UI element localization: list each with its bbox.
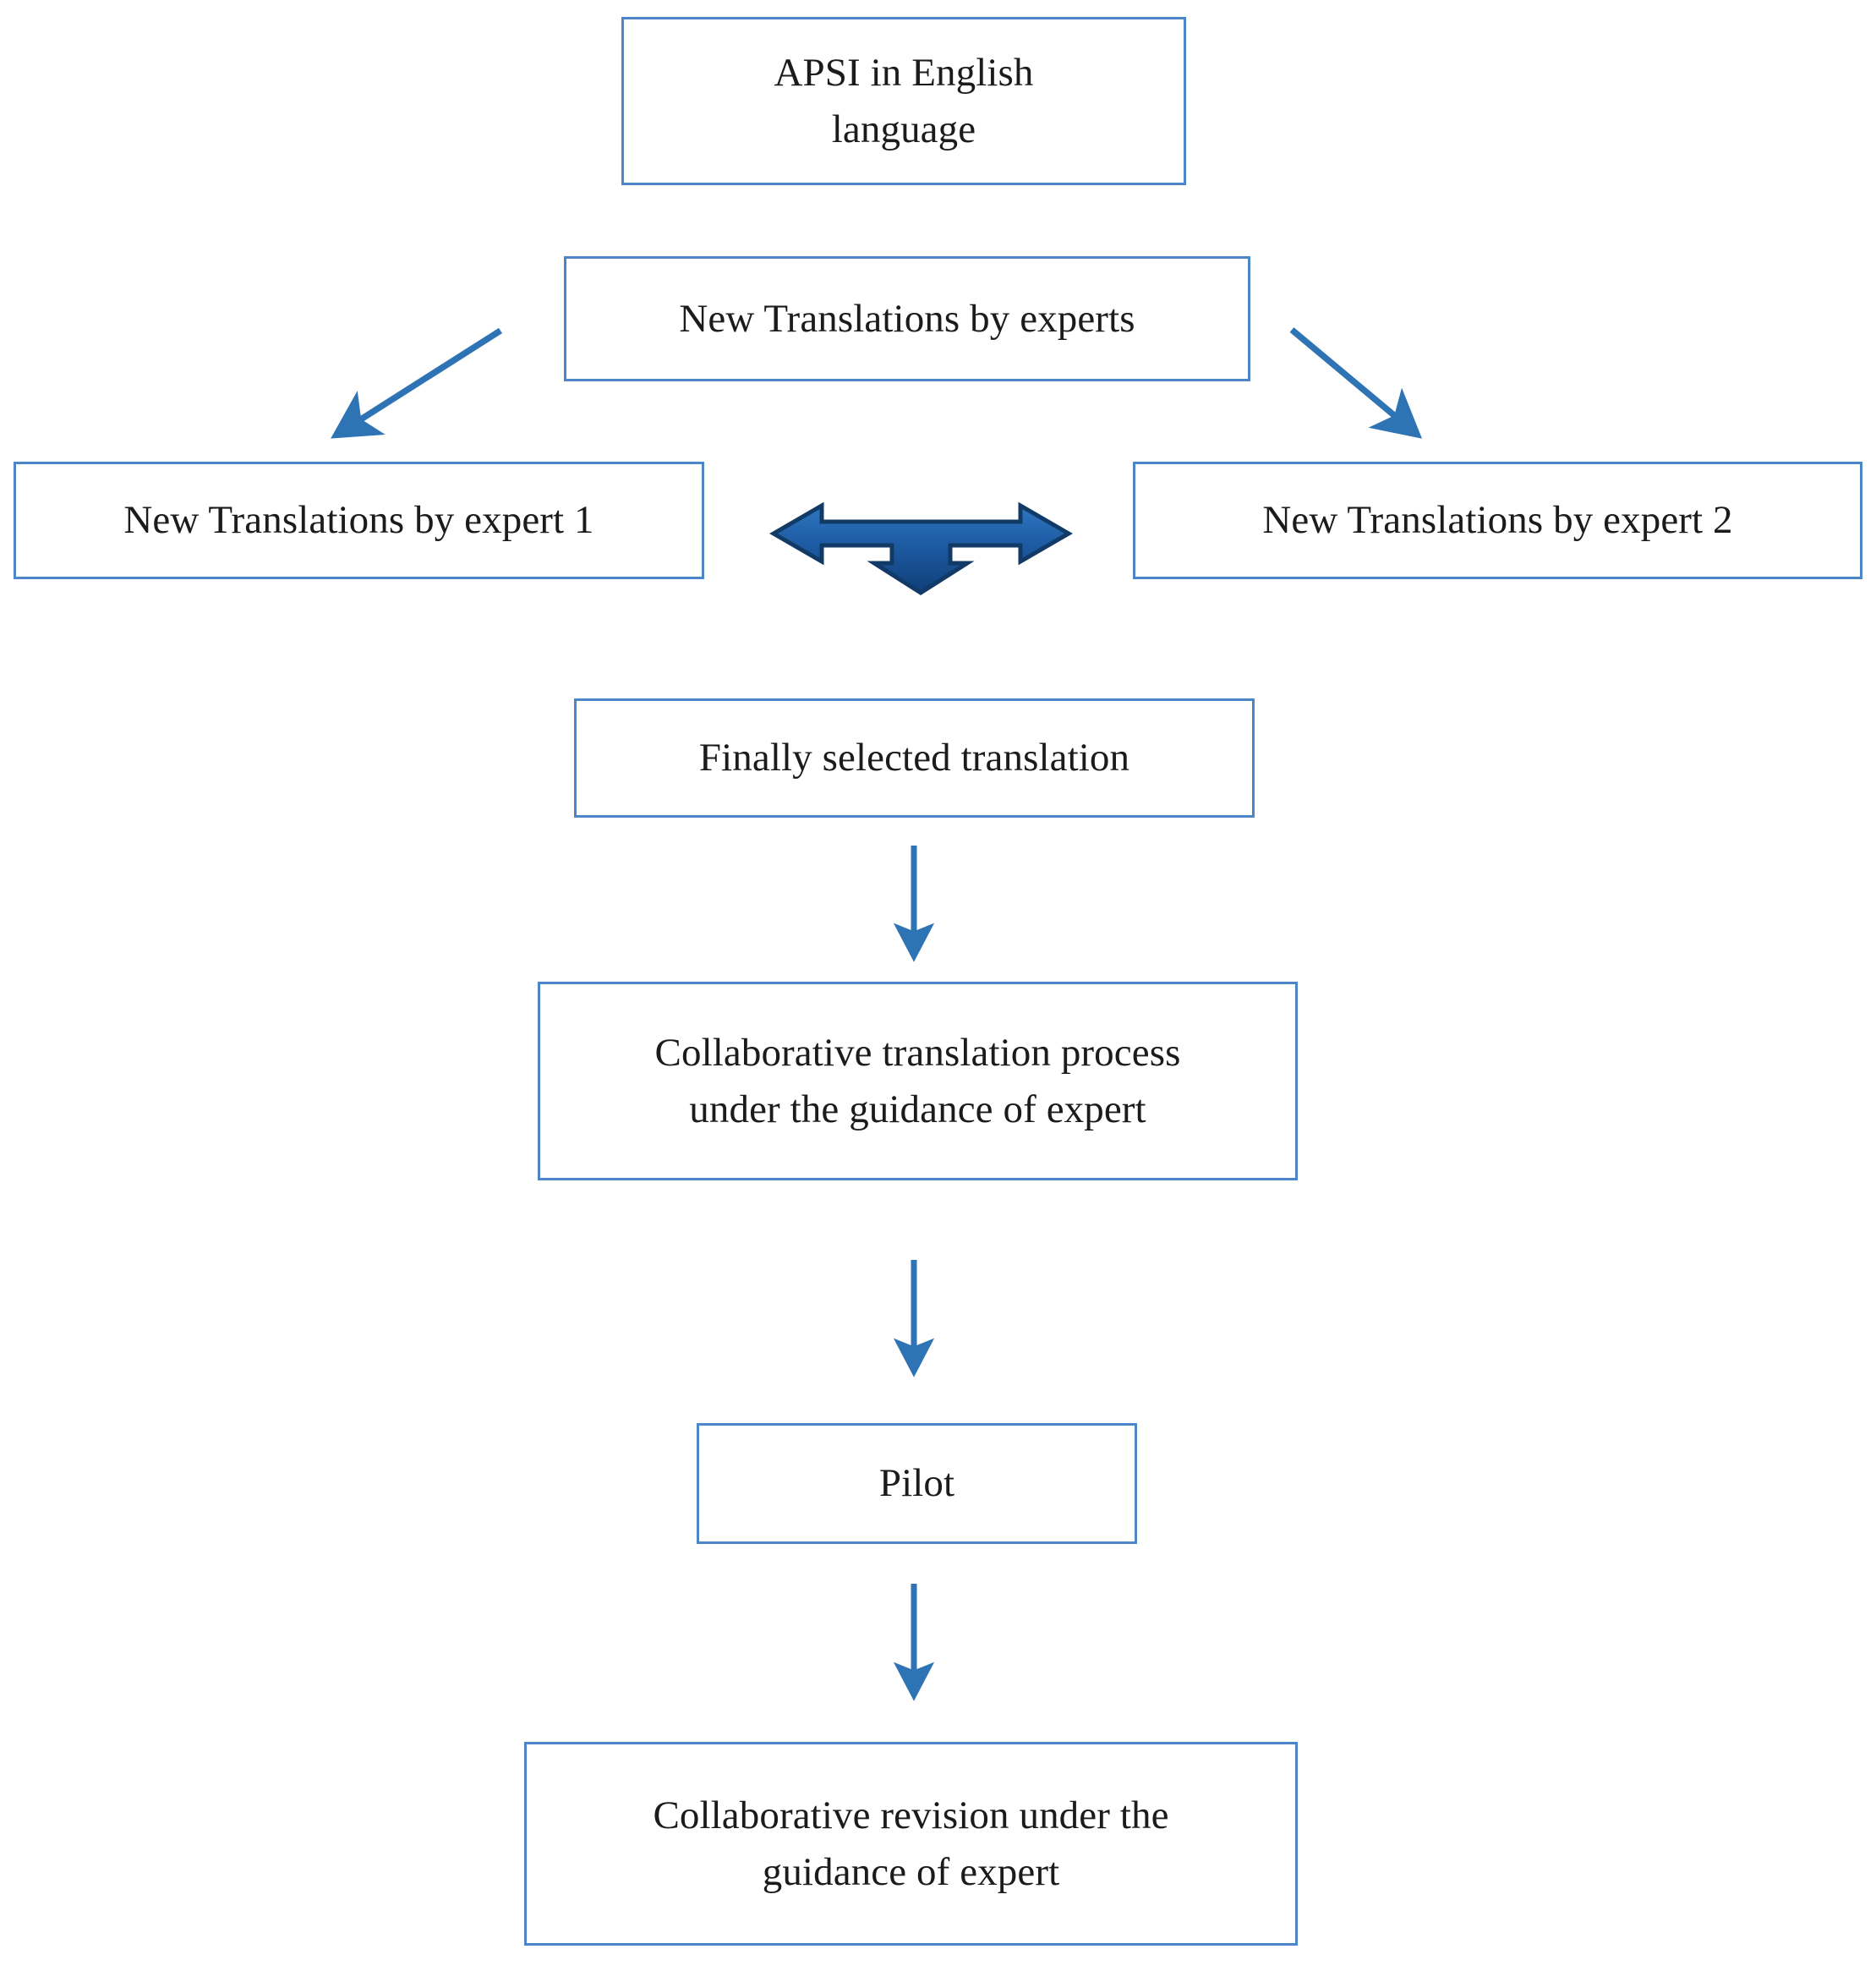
node-apsi-english: APSI in English language bbox=[621, 17, 1186, 185]
node-new-translations-expert-1: New Translations by expert 1 bbox=[14, 462, 704, 579]
node-collaborative-revision: Collaborative revision under the guidanc… bbox=[524, 1742, 1298, 1946]
node-collaborative-translation-process: Collaborative translation process under … bbox=[538, 982, 1298, 1180]
arrow-experts-to-expert-1 bbox=[331, 327, 503, 439]
node-pilot: Pilot bbox=[697, 1423, 1137, 1544]
node-finally-selected-translation: Finally selected translation bbox=[574, 698, 1255, 818]
arrow-experts-to-expert-2 bbox=[1289, 327, 1423, 439]
node-new-translations-experts: New Translations by experts bbox=[564, 256, 1250, 381]
node-new-translations-expert-2: New Translations by expert 2 bbox=[1133, 462, 1862, 579]
arrow-experts-exchange-t bbox=[769, 501, 1073, 595]
